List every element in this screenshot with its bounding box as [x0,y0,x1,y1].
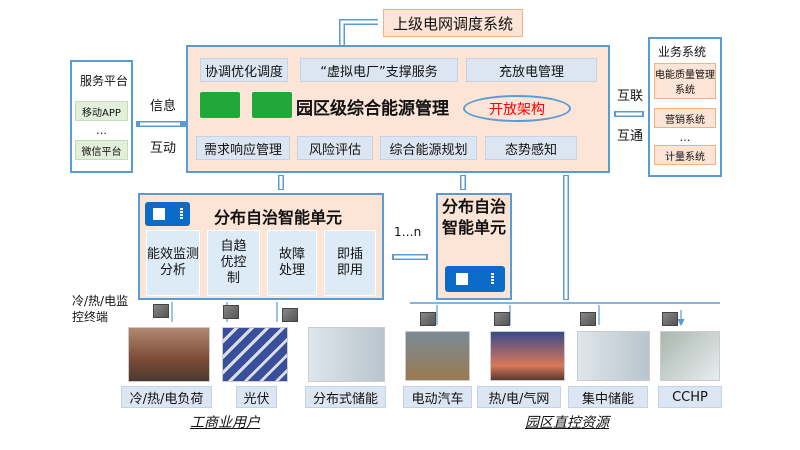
label-info: 信息 [150,99,177,114]
terminal-icon [282,308,298,322]
monitoring-terminal-label: 冷/热/电监控终端 [72,294,129,324]
business-power-quality: 电能质量管理系统 [654,63,716,99]
service-platform-box [70,60,133,173]
resource-heat-power-gas-grid: 热/电/气网 [477,386,561,408]
group-industrial-users: 工商业用户 [190,415,260,431]
ev-charging-image [405,331,470,381]
resource-pv: 光伏 [236,386,277,408]
module-energy-planning: 综合能源规划 [380,136,477,160]
unit-fault-handling: 故障处理 [267,230,317,296]
resource-load: 冷/热/电负荷 [121,386,212,408]
service-ellipsis: … [96,123,107,137]
label-interconnect: 互联 [617,89,644,104]
computer-icon [252,92,292,118]
distributed-storage-image [308,327,385,382]
power-grid-image [490,331,565,381]
cchp-unit-image [660,331,720,381]
label-intercommunicate: 互通 [617,129,644,144]
business-metering: 计量系统 [654,145,716,165]
group-park-controlled-resources: 园区直控资源 [525,415,609,431]
module-risk-assessment: 风险评估 [297,136,373,160]
upper-grid-dispatch-box: 上级电网调度系统 [383,9,523,37]
central-storage-image [577,331,650,381]
tablet-icon [445,266,505,292]
module-virtual-power-plant: “虚拟电厂”支撑服务 [300,58,458,82]
solar-panel-image [222,327,288,382]
tablet-icon [145,202,190,226]
resource-central-storage: 集中储能 [568,386,648,408]
main-title: 园区级综合能源管理 [296,99,449,119]
open-architecture-ellipse: 开放架构 [463,95,571,122]
resource-distributed-storage: 分布式储能 [305,386,386,408]
unit1-title: 分布自治智能单元 [214,208,343,227]
business-ellipsis: … [679,130,691,144]
unit2-title: 分布自治智能单元 [442,197,507,237]
business-system-box [648,37,722,177]
service-mobile-app: 移动APP [75,101,128,121]
module-charge-discharge: 充放电管理 [466,58,597,82]
terminal-icon [153,304,169,318]
terminal-icon [494,312,510,326]
resource-ev: 电动汽车 [403,386,472,408]
multiplicity-label: 1…n [394,225,422,239]
terminal-icon [580,312,596,326]
service-wechat: 微信平台 [75,140,128,160]
factory-image [128,327,210,382]
terminal-icon [420,312,436,326]
terminal-icon [223,305,239,319]
terminal-icon [662,312,678,326]
label-interact: 互动 [150,141,177,156]
unit-self-optimizing-control: 自趋优控制 [207,230,260,296]
unit-efficiency-monitoring: 能效监测分析 [146,230,200,296]
service-platform-title: 服务平台 [80,74,129,88]
unit-plug-and-play: 即插即用 [324,230,376,296]
resource-cchp: CCHP [658,386,722,408]
module-demand-response: 需求响应管理 [196,136,290,160]
computer-icon [200,92,240,118]
business-marketing: 营销系统 [654,108,716,128]
module-coordinated-dispatch: 协调优化调度 [200,58,288,82]
business-system-title: 业务系统 [658,45,707,59]
module-situation-awareness: 态势感知 [485,136,577,160]
